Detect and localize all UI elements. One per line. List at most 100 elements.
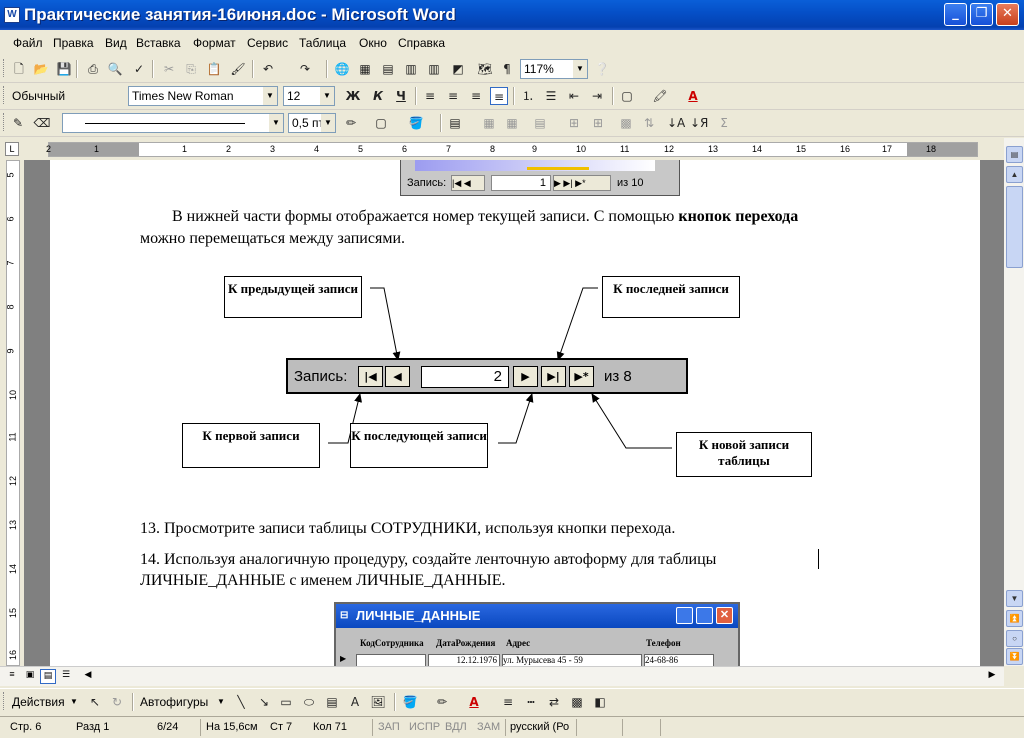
word-doc-icon[interactable]: W [4,7,20,23]
merge-cells-icon[interactable]: ▦ [483,116,495,130]
menu-view[interactable]: Вид [105,36,127,50]
web-view-icon[interactable]: ▣ [25,669,35,679]
font-size-select[interactable]: 12▼ [283,86,335,106]
close-button[interactable]: ✕ [996,3,1019,26]
vertical-ruler[interactable]: 5 6 7 8 9 10 11 12 13 14 15 16 [0,160,24,666]
arrow-style-icon[interactable]: ⇄ [548,695,560,709]
align-center-icon[interactable]: ≡ [447,89,459,103]
current-record-field[interactable]: 2 [421,366,509,388]
print-layout-icon[interactable]: ▤ [40,669,56,684]
eraser-icon[interactable]: ⌫ [33,116,51,130]
zoom-select[interactable]: 117%▼ [520,59,588,79]
redo-icon[interactable]: ↷ [299,62,311,76]
insert-picture-icon[interactable]: 🖼 [370,695,386,709]
new-record-button[interactable]: ▶* [569,366,594,387]
tables-borders-icon[interactable]: ▦ [359,62,371,76]
menu-format[interactable]: Формат [193,36,236,50]
border-color-icon[interactable]: ✏ [345,116,357,130]
align-right-icon[interactable]: ≡ [470,89,482,103]
bullets-icon[interactable]: ☰ [545,89,557,103]
status-rec[interactable]: ЗАП [378,721,400,733]
document-area[interactable]: Запись: |◀ ◀ 1 ▶ ▶| ▶* из 10 В нижней ча… [24,160,1004,666]
format-painter-icon[interactable]: 🖌 [230,62,246,76]
scroll-up-button[interactable]: ▲ [1006,166,1023,183]
horizontal-ruler[interactable]: L 2 1 1 2 3 4 5 6 7 8 9 10 11 12 13 14 1… [0,138,1024,160]
status-trk[interactable]: ИСПР [409,721,441,733]
autoshapes-menu[interactable]: Автофигуры [140,695,209,709]
document-map-icon[interactable]: 🗺 [477,62,493,76]
shadow-icon[interactable]: ▩ [571,695,583,709]
document-page[interactable]: Запись: |◀ ◀ 1 ▶ ▶| ▶* из 10 В нижней ча… [50,160,980,666]
oval-icon[interactable]: ⬭ [303,695,315,709]
distribute-rows-icon[interactable]: ⊞ [568,116,580,130]
font-select[interactable]: Times New Roman▼ [128,86,278,106]
numbering-icon[interactable]: ⒈ [521,89,534,103]
line-icon[interactable]: ╲ [237,695,245,709]
align-cell-icon[interactable]: ▤ [534,116,546,130]
insert-table-icon[interactable]: ▤ [449,116,461,130]
menu-insert[interactable]: Вставка [136,36,181,50]
cut-icon[interactable]: ✂ [163,62,175,76]
print-icon[interactable]: ⎙ [88,62,98,76]
outline-view-icon[interactable]: ☰ [61,669,71,679]
3d-icon[interactable]: ◧ [594,695,606,709]
align-left-icon[interactable]: ≡ [424,89,436,103]
next-record-button[interactable]: ▶ [513,366,538,387]
hyperlink-icon[interactable]: 🌐 [334,62,350,76]
previous-record-button[interactable]: ◀ [385,366,410,387]
scroll-right-button[interactable]: ▶ [988,669,996,679]
line-weight-select[interactable]: 0,5 пт▼ [288,113,336,133]
menu-edit[interactable]: Правка [53,36,94,50]
status-ext[interactable]: ВДЛ [445,721,467,733]
print-preview-icon[interactable]: 🔍 [107,62,123,76]
tab-selector-icon[interactable]: L [5,142,19,156]
dash-style-icon[interactable]: ┅ [527,695,535,709]
underline-button[interactable]: Ч [396,89,406,103]
distribute-columns-icon[interactable]: ⊞ [592,116,604,130]
scroll-left-button[interactable]: ◀ [84,669,92,679]
split-cells-icon[interactable]: ▦ [506,116,518,130]
outside-border-icon[interactable]: ▢ [375,116,387,130]
drawing-font-color-icon[interactable]: A [469,695,479,709]
previous-page-button[interactable]: ⏫ [1006,610,1023,627]
restore-button[interactable]: ❐ [970,3,993,26]
spelling-icon[interactable]: ✓ [133,62,145,76]
menu-help[interactable]: Справка [398,36,446,50]
scroll-thumb[interactable] [1006,186,1023,268]
copy-icon[interactable]: ⎘ [186,62,196,76]
line-color-icon[interactable]: ✏ [436,695,448,709]
style-select[interactable]: Обычный [8,86,126,106]
insert-excel-icon[interactable]: ▥ [405,62,417,76]
increase-indent-icon[interactable]: ⇥ [591,89,603,103]
menu-file[interactable]: Файл [13,36,43,50]
highlight-icon[interactable]: 🖍 [652,89,668,103]
show-hide-icon[interactable]: ¶ [503,62,511,76]
columns-icon[interactable]: ▥ [428,62,440,76]
undo-icon[interactable]: ↶ [262,62,274,76]
font-color-icon[interactable]: A [688,89,698,103]
save-icon[interactable]: 💾 [56,62,72,76]
table-autoformat-icon[interactable]: ▩ [620,116,632,130]
decrease-indent-icon[interactable]: ⇤ [568,89,580,103]
first-record-button[interactable]: |◀ [358,366,383,387]
rectangle-icon[interactable]: ▭ [280,695,292,709]
paste-icon[interactable]: 📋 [206,62,222,76]
drawing-icon[interactable]: ◩ [452,62,464,76]
menu-window[interactable]: Окно [359,36,387,50]
minimize-button[interactable]: _ [944,3,967,26]
line-style-select[interactable]: ▼ [62,113,284,133]
sort-ascending-icon[interactable]: ↓A [667,116,686,130]
sort-descending-icon[interactable]: ↓Я [690,116,709,130]
select-browse-object-button[interactable]: ○ [1006,630,1023,647]
insert-table-icon[interactable]: ▤ [382,62,394,76]
horizontal-scrollbar[interactable]: ≡ ▣ ▤ ☰ ◀ ▶ [0,666,1004,686]
vertical-scrollbar[interactable]: ▤ ▲ ▼ ⏫ ○ ⏬ [1004,138,1024,666]
actions-menu[interactable]: Действия [12,695,65,709]
autosum-icon[interactable]: Σ [720,116,728,130]
italic-button[interactable]: К [373,89,383,103]
line-style-icon[interactable]: ≡ [502,695,514,709]
shading-color-icon[interactable]: 🪣 [408,116,424,130]
new-document-icon[interactable]: 🗋 [14,62,24,76]
open-folder-icon[interactable]: 📂 [33,62,49,76]
bold-button[interactable]: Ж [345,89,361,103]
